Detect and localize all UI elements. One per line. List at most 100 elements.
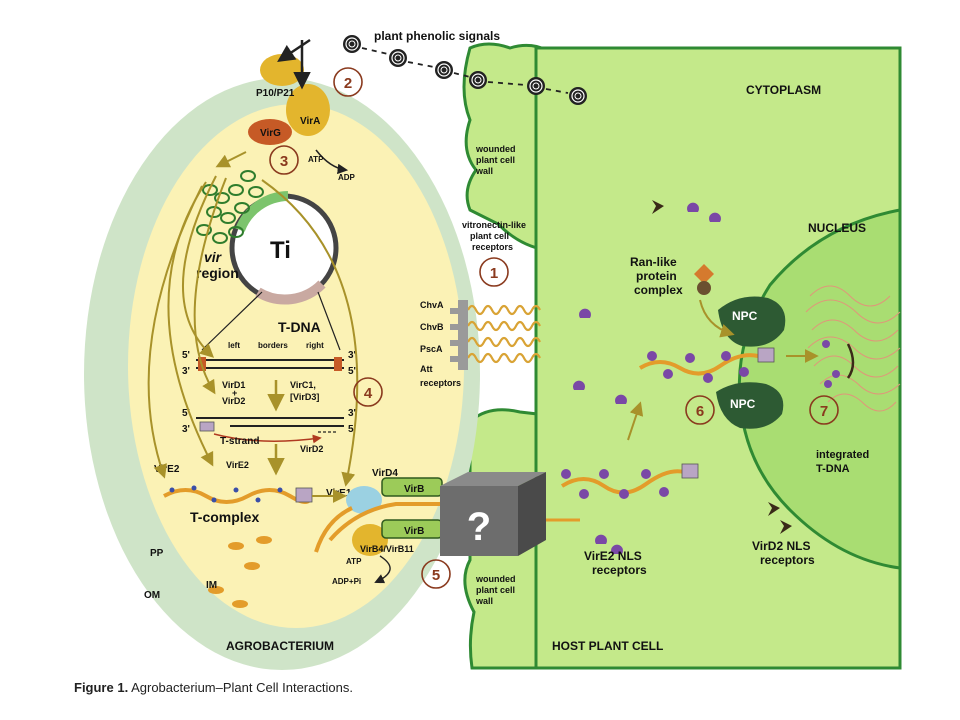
label-vire2-nls-2: receptors [592, 563, 647, 577]
step-6: 6 [685, 395, 715, 425]
label-vir: vir [204, 249, 223, 265]
caption-text: Agrobacterium–Plant Cell Interactions. [131, 680, 353, 695]
label-chvb: ChvB [420, 322, 444, 332]
signal-spiral [569, 87, 587, 105]
npc-upper [718, 296, 786, 347]
label-chva: ChvA [420, 300, 444, 310]
vir-gene-coil [196, 170, 264, 244]
label-p10-p21: P10/P21 [256, 88, 295, 99]
label-atp-top: ATP [308, 155, 324, 164]
label-5p-c: 5' [182, 408, 190, 419]
wounded-plant-cell-wall-upper [462, 42, 548, 252]
label-right: right [306, 341, 324, 350]
step-4: 4 [353, 377, 383, 407]
pathway-arrows [147, 151, 359, 503]
host-cell-contents: CYTOPLASM NUCLEUS Ran-like protein compl… [546, 83, 901, 653]
label-vird2-nls-1: VirD2 NLS [752, 539, 810, 553]
label-vitronectin-2: plant cell [470, 231, 509, 241]
caption-prefix: Figure 1. [74, 680, 129, 695]
label-3p-c: 3' [348, 408, 356, 419]
label-vird2-nls-2: receptors [760, 553, 815, 567]
label-adp-top: ADP [338, 173, 356, 182]
label-vird4: VirD4 [372, 468, 398, 479]
label-atp-bottom: ATP [346, 557, 362, 566]
label-5p-a: 5' [182, 350, 190, 361]
vird4-protein [346, 486, 382, 514]
label-region: region [196, 265, 239, 281]
virg-protein [248, 119, 292, 145]
label-virb4-virb11: VirB4/VirB11 [360, 544, 414, 554]
label-t-complex: T-complex [190, 509, 259, 525]
step-2: 2 [333, 67, 363, 97]
label-nucleus: NUCLEUS [808, 221, 866, 235]
step-1: 1 [479, 257, 509, 287]
label-complex: complex [634, 283, 683, 297]
plant-cells [462, 42, 902, 670]
label-vird2-a: VirD2 [222, 396, 245, 406]
label-5p-b: 5' [348, 366, 356, 377]
virb4-virb11-protein [352, 524, 388, 556]
ran-complex-diamond [694, 264, 714, 284]
label-npc-lower: NPC [730, 397, 756, 411]
label-virb-upper: VirB [404, 484, 424, 495]
label-vira: VirA [300, 116, 320, 127]
label-3p-d: 3' [182, 424, 190, 435]
attachment-receptors: ChvA ChvB PscA Att receptors vitronectin… [420, 220, 541, 388]
step-7: 7 [809, 395, 839, 425]
label-wounded-upper-1: wounded [475, 144, 516, 154]
label-question: ? [467, 505, 491, 549]
label-npc-upper: NPC [732, 309, 758, 323]
label-vitronectin-3: receptors [472, 242, 513, 252]
label-im: IM [206, 580, 217, 591]
label-vire2-b: VirE2 [226, 460, 249, 470]
label-psca: PscA [420, 344, 443, 354]
signal-spiral [435, 61, 453, 79]
label-wounded-upper-3: wall [475, 166, 493, 176]
label-om: OM [144, 590, 160, 601]
label-integrated-t-dna: T-DNA [816, 463, 850, 475]
label-wounded-lower-2: plant cell [476, 585, 515, 595]
figure-caption: Figure 1. Agrobacterium–Plant Cell Inter… [74, 680, 353, 695]
label-virg: VirG [260, 128, 281, 139]
npc-lower [716, 382, 784, 429]
label-pp: PP [150, 548, 164, 559]
label-borders: borders [258, 341, 288, 350]
label-left: left [228, 341, 240, 350]
label-vird2-b: VirD2 [300, 444, 323, 454]
signal-spiral [527, 77, 545, 95]
vird2-nls-receptors [652, 200, 792, 534]
label-wounded-upper-2: plant cell [476, 155, 515, 165]
svg-text:7: 7 [820, 403, 828, 420]
signal-spiral [343, 35, 361, 53]
label-adp-pi: ADP+Pi [332, 577, 361, 586]
svg-text:6: 6 [696, 403, 704, 420]
label-vire2-a: VirE2 [154, 464, 180, 475]
unknown-transport-box: ? [440, 472, 546, 556]
label-att: Att [420, 364, 433, 374]
label-wounded-lower-1: wounded [475, 574, 516, 584]
label-t-dna: T-DNA [278, 319, 321, 335]
label-receptors: receptors [420, 378, 461, 388]
ran-complex-ball [697, 281, 711, 295]
label-ti: Ti [270, 237, 291, 264]
label-5p-d: 5' [348, 424, 356, 435]
label-plus: + [232, 388, 237, 398]
label-host-plant-cell: HOST PLANT CELL [552, 639, 663, 653]
label-3p-a: 3' [348, 350, 356, 361]
svg-text:1: 1 [490, 265, 498, 282]
vira-protein [286, 84, 330, 136]
svg-text:4: 4 [364, 385, 373, 402]
label-virc1: VirC1, [290, 380, 316, 390]
label-3p-b: 3' [182, 366, 190, 377]
step-numbers: 1 2 3 4 5 6 7 [269, 67, 839, 589]
step-5: 5 [421, 559, 451, 589]
t-complex-fragments [208, 536, 272, 608]
label-protein: protein [636, 269, 677, 283]
step-3: 3 [269, 145, 299, 175]
label-cytoplasm: CYTOPLASM [746, 83, 821, 97]
label-vitronectin-1: vitronectin-like [462, 220, 526, 230]
signal-spiral [469, 71, 487, 89]
vir-secretion-channel: VirD4 VirB VirB VirB4/VirB11 ATP ADP+Pi [314, 468, 460, 586]
label-plant-phenolic-signals: plant phenolic signals [374, 29, 500, 43]
signal-spiral [389, 49, 407, 67]
